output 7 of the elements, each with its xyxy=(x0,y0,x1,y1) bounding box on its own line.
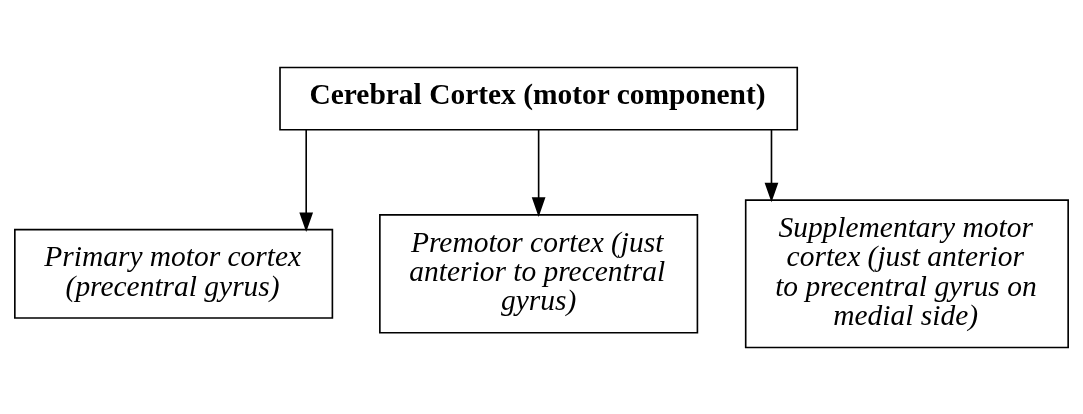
arrow xyxy=(299,128,314,232)
arrow xyxy=(764,128,779,202)
node-box: Cerebral Cortex (motor component) xyxy=(279,66,799,131)
node-box: Premotor cortex (just anterior to precentral gyrus) xyxy=(379,213,699,334)
arrow xyxy=(531,128,546,217)
node-box: Supplementary motor cortex (just anterior to precentral gyrus on medial side) xyxy=(744,198,1069,348)
node-box: Primary motor cortex (precentral gyrus) xyxy=(14,228,334,319)
